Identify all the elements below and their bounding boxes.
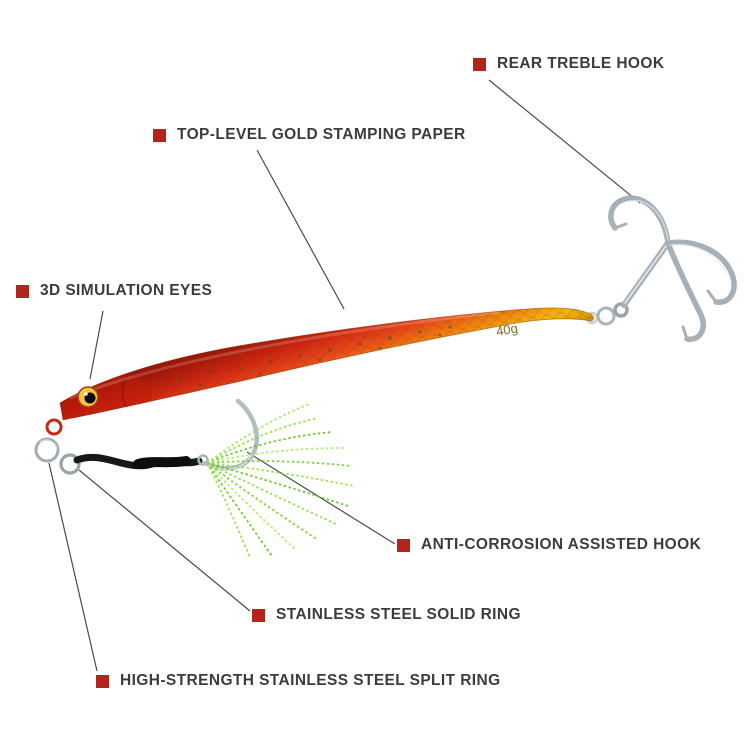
lure-body-group: 40g [59, 307, 594, 421]
label-bullet [96, 674, 109, 688]
solid-ring [59, 453, 81, 475]
leader-line-solid-ring [78, 469, 251, 612]
leader-lines [48, 79, 641, 672]
label-text: STAINLESS STEEL SOLID RING [276, 606, 521, 623]
label-text: 3D SIMULATION EYES [40, 282, 213, 299]
hook-shine-right [669, 243, 728, 275]
leader-line-simulation-eyes [89, 310, 104, 380]
label-bullet [153, 128, 166, 142]
label-text: HIGH-STRENGTH STAINLESS STEEL SPLIT RING [120, 672, 501, 689]
flash-skirt [206, 403, 355, 559]
callout-gold-stamping-paper: TOP-LEVEL GOLD STAMPING PAPER [153, 126, 466, 144]
callout-rear-treble-hook: REAR TREBLE HOOK [473, 55, 664, 73]
label-text: ANTI-CORROSION ASSISTED HOOK [421, 536, 702, 553]
label-text: TOP-LEVEL GOLD STAMPING PAPER [177, 126, 466, 143]
hook-prong-right [665, 239, 737, 305]
hook-eye [613, 302, 629, 318]
rear-treble-hook [585, 195, 737, 342]
callout-simulation-eyes: 3D SIMULATION EYES [16, 282, 212, 300]
hook-prong-upper [608, 195, 671, 246]
hook-shine-upper [629, 199, 669, 241]
callout-split-ring: HIGH-STRENGTH STAINLESS STEEL SPLIT RING [96, 672, 501, 690]
rear-split-ring [596, 306, 616, 326]
callout-solid-ring: STAINLESS STEEL SOLID RING [252, 606, 521, 624]
weight-marking: 40g [495, 320, 519, 339]
hook-barb-upper [613, 222, 628, 230]
split-ring [34, 437, 60, 463]
assist-hook-eye [197, 454, 209, 466]
hook-barb-right [706, 289, 718, 304]
leader-line-gold-stamping-paper [256, 149, 345, 310]
label-text: REAR TREBLE HOOK [497, 55, 665, 72]
cord-sleeve [133, 456, 191, 469]
label-bullet [252, 608, 265, 622]
assist-hook-barb [236, 399, 249, 411]
leader-line-split-ring [48, 462, 98, 672]
label-bullet [397, 538, 410, 552]
hook-barb-lower [681, 325, 689, 341]
callout-assisted-hook: ANTI-CORROSION ASSISTED HOOK [397, 536, 701, 554]
leader-line-rear-treble-hook [488, 79, 641, 204]
nose-wire-loop [45, 418, 63, 436]
eye-highlight [84, 392, 88, 396]
hook-prong-lower [665, 240, 706, 342]
leader-line-assisted-hook [246, 451, 396, 545]
label-bullet [16, 284, 29, 298]
split-ring-shine [39, 439, 58, 450]
head-red-overlay [60, 370, 152, 420]
green-speckles [178, 325, 452, 387]
top-shine [69, 310, 501, 400]
hook-shank-shine [624, 245, 667, 304]
label-bullet [473, 57, 486, 71]
